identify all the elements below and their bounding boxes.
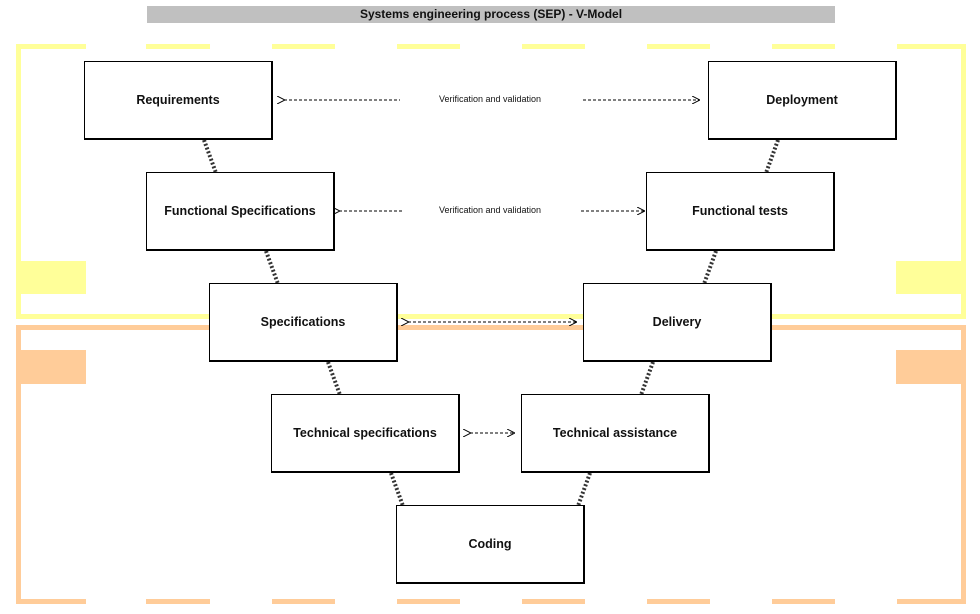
- lower-right-block: [896, 350, 966, 384]
- vv-label-top: Verification and validation: [438, 94, 542, 104]
- requirements-box[interactable]: Requirements: [84, 61, 273, 140]
- technical-specifications-box[interactable]: Technical specifications: [271, 394, 460, 473]
- dash-gap: [86, 597, 146, 604]
- dash-gap: [835, 597, 897, 604]
- upper-right-block: [896, 261, 966, 294]
- dash-gap: [86, 43, 146, 50]
- upper-left-block: [16, 261, 86, 294]
- dash-gap: [335, 597, 397, 604]
- lower-left-block: [16, 350, 86, 384]
- dash-gap: [335, 43, 397, 50]
- coding-box[interactable]: Coding: [396, 505, 585, 584]
- dash-gap: [210, 43, 272, 50]
- dash-gap: [710, 597, 772, 604]
- v-link-left: [202, 139, 405, 507]
- delivery-box[interactable]: Delivery: [583, 283, 772, 362]
- dash-gap: [585, 43, 647, 50]
- functional-specifications-box[interactable]: Functional Specifications: [146, 172, 335, 251]
- vv-label-middle: Verification and validation: [438, 205, 542, 215]
- specifications-box[interactable]: Specifications: [209, 283, 398, 362]
- dash-gap: [460, 43, 522, 50]
- dash-gap: [585, 597, 647, 604]
- functional-tests-box[interactable]: Functional tests: [646, 172, 835, 251]
- v-link-right: [576, 139, 780, 507]
- dash-gap: [835, 43, 897, 50]
- deployment-box[interactable]: Deployment: [708, 61, 897, 140]
- dash-gap: [210, 597, 272, 604]
- dash-gap: [710, 43, 772, 50]
- technical-assistance-box[interactable]: Technical assistance: [521, 394, 710, 473]
- diagram-title: Systems engineering process (SEP) - V-Mo…: [147, 6, 835, 23]
- dash-gap: [460, 597, 522, 604]
